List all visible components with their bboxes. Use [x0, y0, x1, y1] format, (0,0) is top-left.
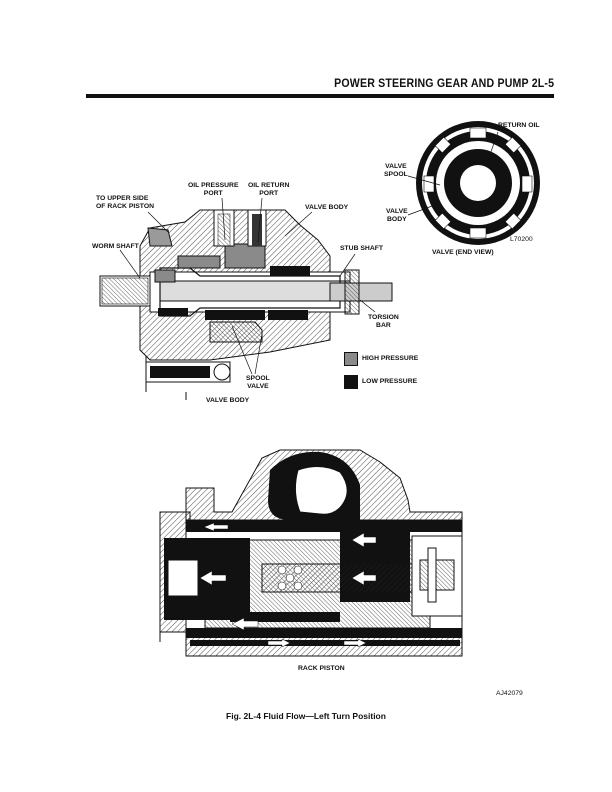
- label-worm-shaft: WORM SHAFT: [92, 243, 139, 250]
- legend-swatch-high: [344, 352, 358, 366]
- label-valve-spool: VALVE SPOOL: [384, 163, 408, 178]
- legend-swatch-low: [344, 375, 358, 389]
- page-header-title: POWER STEERING GEAR AND PUMP 2L-5: [333, 78, 554, 90]
- label-valve-body-bottom: VALVE BODY: [206, 397, 250, 404]
- label-valve-body-end: VALVE BODY: [386, 208, 408, 223]
- figure-caption: Fig. 2L-4 Fluid Flow—Left Turn Position: [226, 711, 386, 721]
- label-rack-piston: RACK PISTON: [298, 665, 345, 672]
- figure-code-end-view: L70200: [510, 236, 533, 243]
- label-oil-pressure-port: OIL PRESSURE PORT: [188, 182, 239, 197]
- legend-high-pressure: HIGH PRESSURE: [362, 355, 419, 362]
- header-rule: [86, 94, 554, 98]
- label-end-view-title: VALVE (END VIEW): [432, 249, 494, 256]
- label-valve-body-top: VALVE BODY: [305, 204, 349, 211]
- label-to-upper-side: TO UPPER SIDE OF RACK PISTON: [96, 195, 155, 210]
- label-spool-valve: SPOOL VALVE: [246, 375, 270, 390]
- label-torsion-bar: TORSION BAR: [368, 314, 399, 329]
- label-stub-shaft: STUB SHAFT: [340, 245, 384, 252]
- figure-code-bottom: AJ42079: [496, 690, 523, 697]
- label-return-oil: RETURN OIL: [498, 122, 540, 129]
- legend-low-pressure: LOW PRESSURE: [362, 378, 418, 385]
- label-oil-return-port: OIL RETURN PORT: [248, 182, 290, 197]
